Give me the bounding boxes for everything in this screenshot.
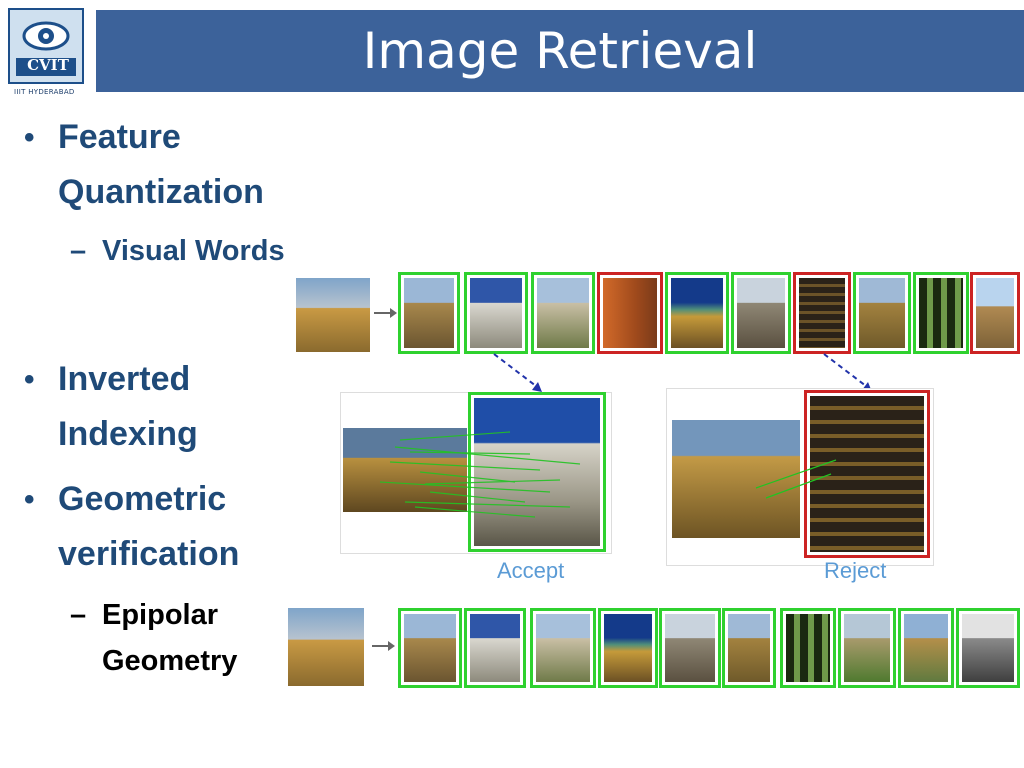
dash-marker: – [70,599,87,631]
result-thumb [898,608,954,688]
result-thumb [838,608,896,688]
arrow-icon [372,641,395,651]
result-thumb [398,272,460,354]
result-thumb [913,272,969,354]
result-thumb [530,608,596,688]
query-image-bottom [288,608,364,686]
title-bar [96,10,1024,92]
result-thumb-rejected [597,272,663,354]
result-thumb [665,272,729,354]
reject-right-image [804,390,930,558]
logo-text: CVIT [27,56,69,74]
eye-icon [16,21,76,76]
match-lines [379,431,581,518]
result-thumb [464,272,528,354]
bullet-feature-quantization: • Feature Quantization [24,110,264,220]
cvit-logo: CVIT [8,8,84,84]
result-thumb [956,608,1020,688]
slide-title: Image Retrieval [362,22,758,80]
result-thumb [731,272,791,354]
bullet-dot: • [24,121,35,154]
dashed-arrow-icon [493,353,542,392]
bullet-inverted-indexing: • Inverted Indexing [24,352,198,462]
result-thumb [853,272,911,354]
bullet-dot: • [24,363,35,396]
match-lines [755,459,837,499]
sub-bullet-epipolar-geometry: – Epipolar Geometry [70,592,237,684]
result-thumb [659,608,721,688]
result-thumb [780,608,836,688]
result-thumb-rejected [793,272,851,354]
dash-marker: – [70,235,87,267]
accept-label: Accept [497,558,565,583]
reject-left-image [672,420,800,538]
arrow-icon [374,308,397,318]
accept-right-image [468,392,606,552]
sub-bullet-visual-words: – Visual Words [70,228,285,274]
bullet-geometric-verification: • Geometric verification [24,472,239,582]
accept-left-image [343,428,467,512]
result-thumb [531,272,595,354]
result-thumb-rejected [970,272,1020,354]
result-thumb [464,608,526,688]
result-thumb [722,608,776,688]
result-thumb [598,608,658,688]
reject-label: Reject [824,558,887,583]
query-image-top [296,278,370,352]
logo-subtitle: IIIT HYDERABAD [14,88,75,96]
result-thumb [398,608,462,688]
bullet-dot: • [24,483,35,516]
